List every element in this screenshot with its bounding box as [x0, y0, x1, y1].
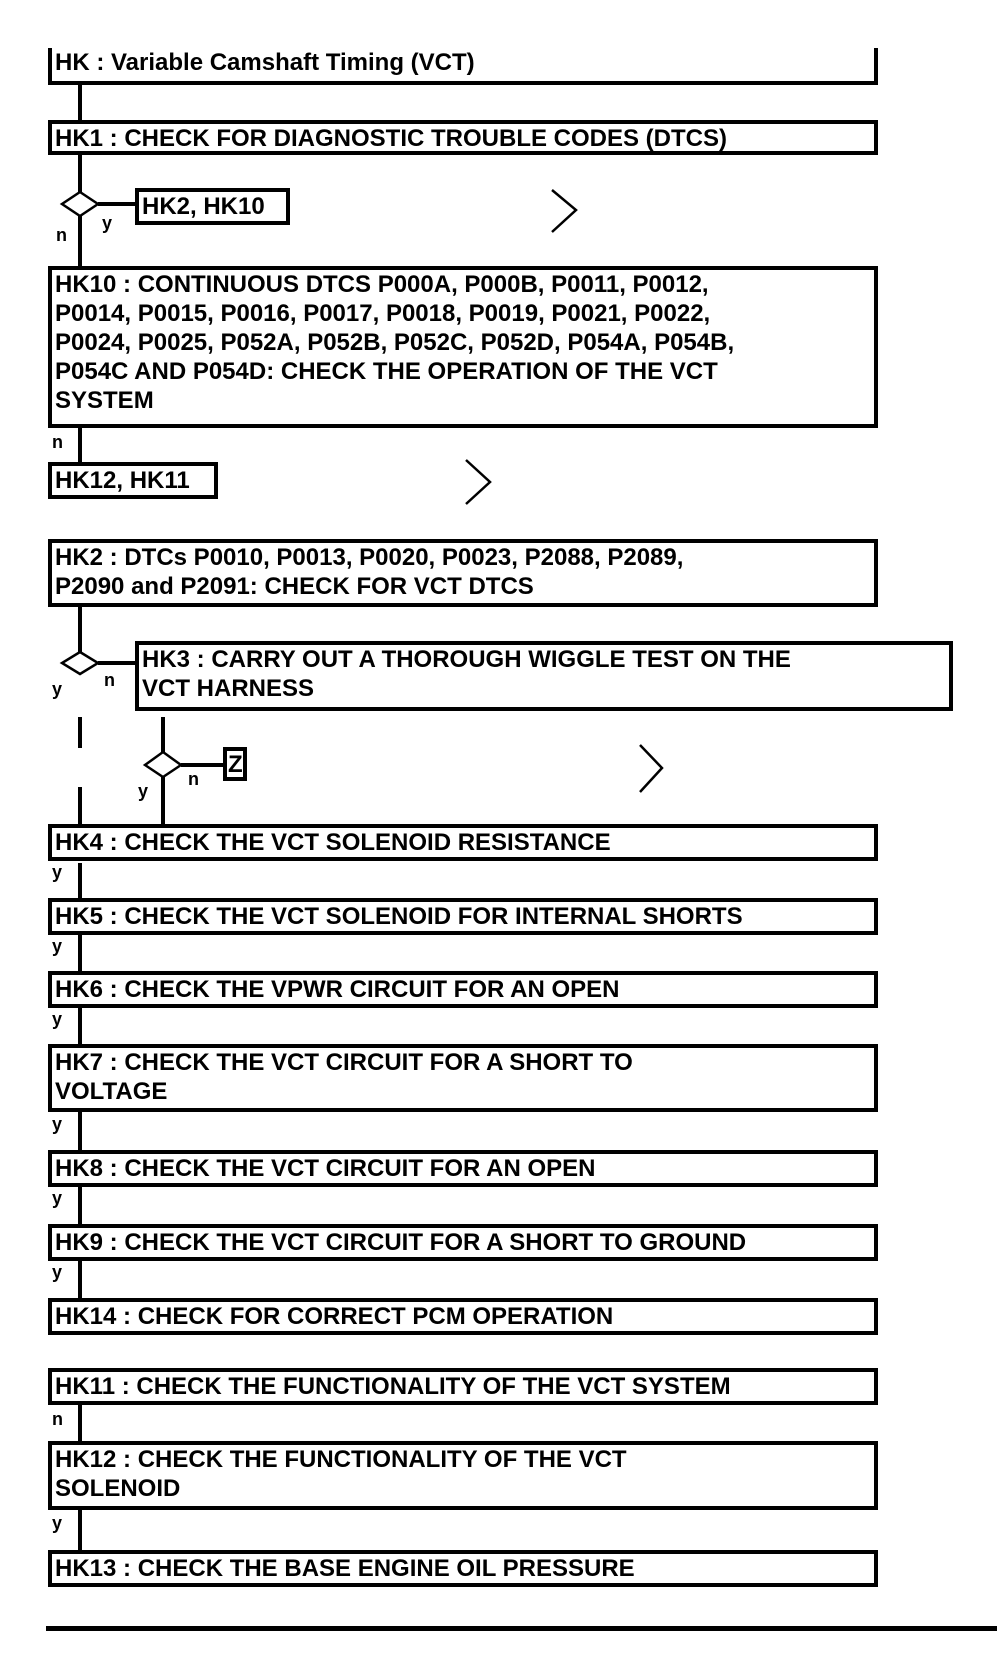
label-yes: y	[52, 1188, 63, 1208]
label-no: n	[104, 670, 115, 690]
label-yes: y	[52, 936, 63, 956]
step-hk5[interactable]: HK5 : CHECK THE VCT SOLENOID FOR INTERNA…	[48, 898, 878, 935]
label-yes: y	[138, 781, 149, 801]
decision-diamond-1	[59, 190, 101, 218]
step-hk8[interactable]: HK8 : CHECK THE VCT CIRCUIT FOR AN OPEN	[48, 1150, 878, 1187]
step-hk9[interactable]: HK9 : CHECK THE VCT CIRCUIT FOR A SHORT …	[48, 1224, 878, 1261]
label-yes: y	[52, 1009, 63, 1029]
step-hk6[interactable]: HK6 : CHECK THE VPWR CIRCUIT FOR AN OPEN	[48, 971, 878, 1008]
step-hk7[interactable]: HK7 : CHECK THE VCT CIRCUIT FOR A SHORT …	[48, 1044, 878, 1112]
label-yes: y	[52, 862, 63, 882]
ref-hk12-hk11[interactable]: HK12, HK11	[48, 462, 218, 499]
decision-diamond-3	[142, 750, 184, 779]
chevron-right-icon	[551, 189, 578, 233]
chevron-right-icon	[639, 744, 664, 793]
label-no: n	[56, 225, 67, 245]
label-yes: y	[102, 213, 113, 233]
step-hk14[interactable]: HK14 : CHECK FOR CORRECT PCM OPERATION	[48, 1298, 878, 1335]
step-hk13[interactable]: HK13 : CHECK THE BASE ENGINE OIL PRESSUR…	[48, 1550, 878, 1587]
label-no: n	[52, 1409, 63, 1429]
step-hk4[interactable]: HK4 : CHECK THE VCT SOLENOID RESISTANCE	[48, 824, 878, 861]
label-no: n	[52, 432, 63, 452]
step-hk2[interactable]: HK2 : DTCs P0010, P0013, P0020, P0023, P…	[48, 539, 878, 607]
ref-z[interactable]: Z	[223, 747, 247, 781]
label-no: n	[188, 769, 199, 789]
bottom-divider	[46, 1626, 997, 1631]
step-hk1[interactable]: HK1 : CHECK FOR DIAGNOSTIC TROUBLE CODES…	[48, 120, 878, 155]
step-hk11[interactable]: HK11 : CHECK THE FUNCTIONALITY OF THE VC…	[48, 1368, 878, 1405]
chevron-right-icon	[465, 459, 492, 505]
label-yes: y	[52, 679, 63, 699]
step-hk10[interactable]: HK10 : CONTINUOUS DTCS P000A, P000B, P00…	[48, 266, 878, 428]
diagram-title: HK : Variable Camshaft Timing (VCT)	[48, 48, 878, 85]
step-hk12[interactable]: HK12 : CHECK THE FUNCTIONALITY OF THE VC…	[48, 1441, 878, 1510]
label-yes: y	[52, 1513, 63, 1533]
step-hk3[interactable]: HK3 : CARRY OUT A THOROUGH WIGGLE TEST O…	[135, 641, 953, 711]
label-yes: y	[52, 1262, 63, 1282]
label-yes: y	[52, 1114, 63, 1134]
ref-hk2-hk10[interactable]: HK2, HK10	[135, 188, 290, 225]
decision-diamond-2	[59, 650, 101, 676]
